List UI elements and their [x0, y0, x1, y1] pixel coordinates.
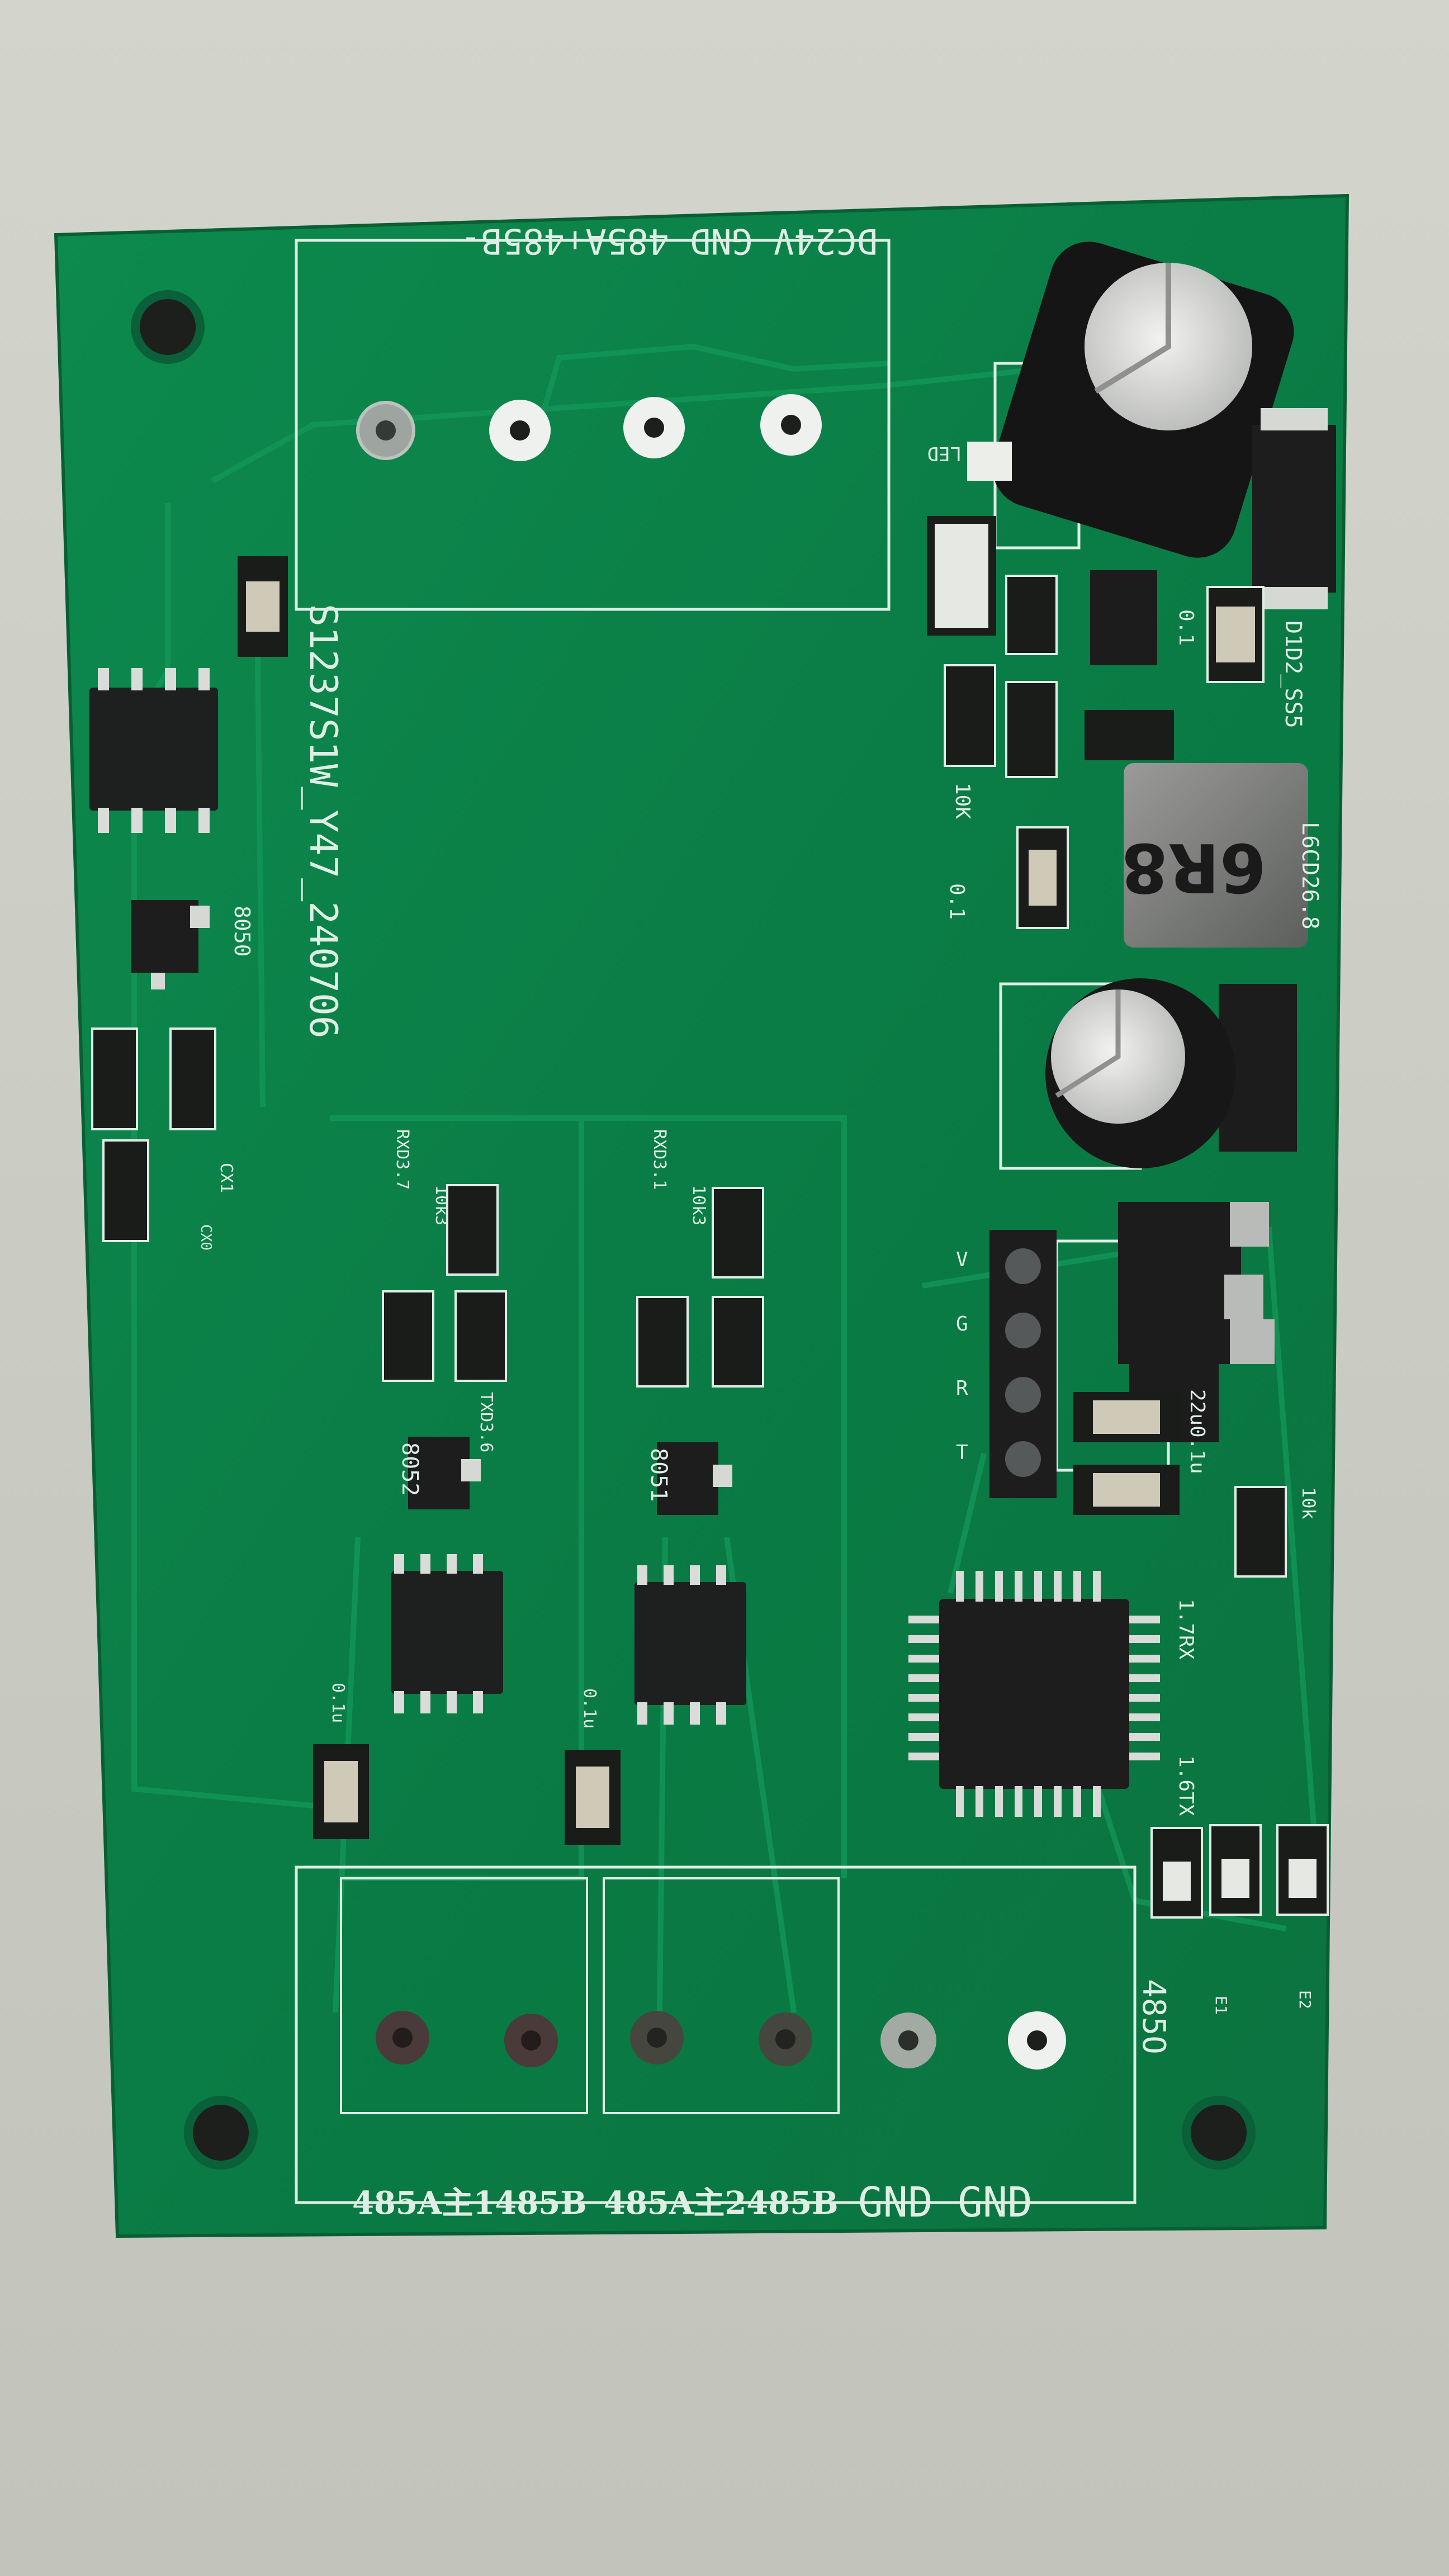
inductor-label: L6CD26.8	[1297, 822, 1323, 930]
mount-hole-icon	[131, 290, 205, 364]
transistor-8051-label: 8051	[646, 1448, 671, 1502]
diode-label: D1D2_SS5	[1280, 621, 1306, 728]
inductor-6r8: 6R8 L6CD26.8	[1121, 763, 1323, 948]
header-pin-t: T	[956, 1441, 968, 1464]
led-e1-label: E1	[1212, 1996, 1230, 2015]
cap-0.1-a-label: 0.1	[1175, 609, 1197, 646]
header-pin-g: G	[956, 1313, 968, 1336]
led-label: LED	[927, 442, 962, 465]
uart-header[interactable]: V G R T	[956, 1230, 1057, 1498]
right-small-components: 0.1 0.1 10K	[944, 570, 1265, 929]
resistor-10k-b-label: 10k	[1298, 1487, 1319, 1519]
mount-hole-icon	[1182, 2096, 1256, 2170]
port1-label: 485A主1485B	[352, 2185, 587, 2222]
resistor-10k-a-label: 10K	[951, 783, 974, 819]
caps-22u: 22u0.1u	[1073, 1389, 1209, 1515]
mcu-qfp32: 1.7RX 1.6TX	[908, 1571, 1197, 1817]
resistor-10k-right: 10k	[1234, 1486, 1319, 1578]
uart-tx-label: 1.6TX	[1175, 1755, 1197, 1816]
rxd31-label: RXD3.1	[650, 1129, 669, 1190]
cap-0.1-b-label: 0.1	[945, 883, 968, 920]
left-driver-section: RXD3.7 10k3 TXD3.6 8052 0.1u	[313, 1129, 507, 1839]
diode-d1d2: D1D2_SS5	[1252, 408, 1336, 728]
cap-0.1u-mid-label: 0.1u	[580, 1688, 599, 1729]
electrolytic-cap-bottom	[999, 978, 1297, 1170]
transistor-label: 8050	[230, 906, 254, 957]
header-pin-v: V	[956, 1248, 968, 1271]
right-485o-label: 485O	[1135, 1979, 1172, 2054]
port2-label: 485A主2485B	[604, 2185, 839, 2222]
rxd37-label: RXD3.7	[392, 1129, 412, 1190]
mount-hole-icon	[184, 2096, 258, 2170]
10k3-b-label: 10k3	[689, 1185, 708, 1225]
left-resistors: CX1 CX0	[91, 1027, 236, 1251]
top-header-label: DC24V GND 485A+485B-	[460, 221, 878, 262]
electrolytic-cap-top	[992, 242, 1294, 558]
header-pin-r: R	[956, 1377, 968, 1400]
gnd-label: GND GND	[858, 2179, 1033, 2227]
transistor-8052-label: 8052	[397, 1442, 423, 1496]
cap-22u-label: 22u0.1u	[1186, 1389, 1209, 1474]
cap-top-left	[238, 556, 288, 657]
right-driver-section: RXD3.1 10k3 8051 0.1u	[565, 1129, 764, 1845]
left-sop8-chip	[89, 668, 218, 833]
part-number-label: S1237S1W_Y47_240706	[301, 604, 345, 1039]
txd36-label: TXD3.6	[476, 1392, 496, 1452]
cx1-label: CX1	[216, 1163, 236, 1193]
inductor-marking: 6R8	[1121, 828, 1266, 906]
transistor-8050: 8050	[131, 900, 254, 989]
bottom-terminal-block: 485O 485A主1485B 485A主2485B GND GND	[295, 1865, 1172, 2227]
cap-0.1u-left-label: 0.1u	[328, 1683, 348, 1723]
led-component: LED	[927, 442, 1012, 636]
uart-rx-label: 1.7RX	[1175, 1599, 1197, 1660]
led-e2-label: E2	[1296, 1990, 1314, 2009]
cx0-label: CX0	[197, 1224, 214, 1251]
status-leds: E1 E2	[1150, 1824, 1329, 2015]
top-terminal-block: DC24V GND 485A+485B-	[295, 221, 891, 611]
